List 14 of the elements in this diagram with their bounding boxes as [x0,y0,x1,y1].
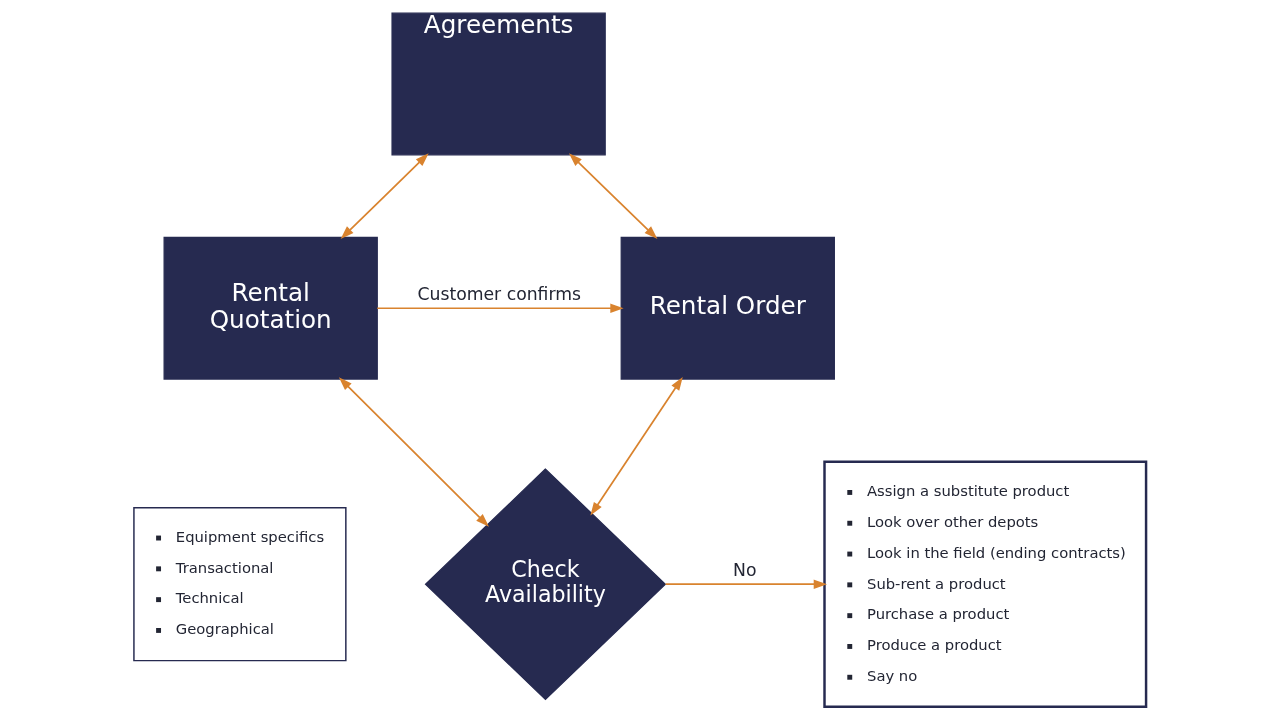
arrow [590,377,683,516]
arrow [338,377,489,527]
node-box: Rental Order [620,236,835,380]
node-box: Assign a substitute product Look over other depots Look in the field (ending contracts) Sub-rent a product Purchase a product Produce a product Say no [823,460,1148,709]
arrow [664,579,828,589]
edge-label: Customer confirms [417,283,582,304]
node-box: Equipment specifics Transactional Technical Geographical [133,507,347,662]
node-box: Rental Quotation [163,236,378,380]
arrow [568,153,658,239]
node-box: Agreements [391,12,606,156]
node-diamond: Check Availability [424,468,667,701]
arrow [340,153,429,239]
arrow [376,303,624,313]
edge-label: No [733,559,757,580]
